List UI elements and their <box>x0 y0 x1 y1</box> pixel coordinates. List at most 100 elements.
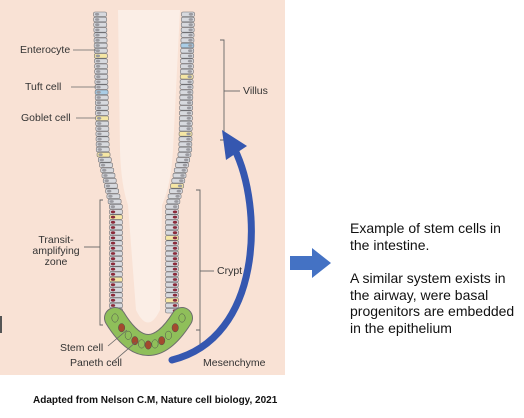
cell-nucleus <box>96 75 101 79</box>
cell-nucleus <box>185 153 190 157</box>
cell-nucleus <box>172 210 178 214</box>
cell-nucleus <box>187 90 192 94</box>
cell-nucleus <box>175 194 180 198</box>
slide-edge-mark <box>0 316 2 333</box>
caption: Example of stem cells in the intestine. … <box>350 220 522 353</box>
cell-nucleus <box>188 38 193 42</box>
lumen <box>118 10 180 323</box>
cell-nucleus <box>110 210 116 214</box>
cell-nucleus <box>97 127 102 131</box>
cell-nucleus <box>187 64 193 68</box>
cell-nucleus <box>97 122 102 125</box>
stem-cell <box>124 330 132 340</box>
cell-nucleus <box>105 184 111 188</box>
cell-nucleus <box>95 28 100 32</box>
label-transit-amplifying-zone: Transit- amplifying zone <box>32 234 80 268</box>
cell-nucleus <box>96 116 102 120</box>
label-leaders <box>71 49 137 362</box>
cell-nucleus <box>172 293 178 297</box>
label-mesenchyme: Mesenchyme <box>203 357 266 369</box>
cell-nucleus <box>188 44 193 47</box>
cell-nucleus <box>172 205 178 209</box>
label-goblet-cell: Goblet cell <box>21 112 71 124</box>
cell-nucleus <box>96 90 101 94</box>
cell-nucleus <box>184 158 189 162</box>
cell-nucleus <box>186 106 192 110</box>
cell-nucleus <box>110 293 116 297</box>
label-enterocyte: Enterocyte <box>20 44 71 56</box>
villus-bracket <box>220 39 225 141</box>
stem-cell <box>151 339 159 349</box>
cell-nucleus <box>95 59 101 63</box>
cell-nucleus <box>172 246 178 250</box>
paneth-cell <box>118 323 126 333</box>
cell-nucleus <box>186 111 192 115</box>
cell-nucleus <box>186 132 191 136</box>
cell-nucleus <box>94 18 100 21</box>
cell-nucleus <box>172 215 178 219</box>
cell-nucleus <box>110 257 116 261</box>
cell-nucleus <box>109 200 114 203</box>
cell-nucleus <box>99 158 104 162</box>
cell-nucleus <box>186 101 192 105</box>
cell-nucleus <box>96 85 101 89</box>
cell-nucleus <box>104 179 109 183</box>
cell-nucleus <box>172 304 178 307</box>
cell-nucleus <box>172 257 178 261</box>
cell-nucleus <box>172 298 178 302</box>
stem-cell <box>111 313 119 323</box>
cell-nucleus <box>110 262 116 266</box>
cell-nucleus <box>95 54 101 58</box>
paneth-and-stem-cells <box>111 313 186 350</box>
paneth-cell <box>158 336 166 346</box>
cell-nucleus <box>96 80 101 84</box>
cell-nucleus <box>181 168 186 172</box>
cell-nucleus <box>102 168 107 172</box>
label-villus: Villus <box>243 85 268 97</box>
epithelial-cells <box>93 11 195 314</box>
cell-nucleus <box>187 80 192 84</box>
crypt-base <box>104 307 193 356</box>
cell-nucleus <box>187 75 192 79</box>
cell-nucleus <box>110 246 116 250</box>
transit-bracket <box>99 199 103 326</box>
cell-nucleus <box>95 49 100 53</box>
cell-nucleus <box>172 288 178 292</box>
cell-nucleus <box>188 23 193 27</box>
cell-nucleus <box>182 163 188 167</box>
label-crypt: Crypt <box>217 265 243 277</box>
cell-nucleus <box>110 304 116 307</box>
cell-nucleus <box>188 33 193 37</box>
cell-nucleus <box>96 106 102 110</box>
cell-nucleus <box>176 189 182 193</box>
cell-nucleus <box>98 153 103 157</box>
cell-nucleus <box>172 220 178 224</box>
curved-arrow <box>168 144 255 364</box>
label-tuft-cell: Tuft cell <box>25 81 62 93</box>
cell-nucleus <box>172 283 178 287</box>
cell-nucleus <box>186 148 191 151</box>
label-stem-cell: Stem cell <box>60 342 104 354</box>
cell-nucleus <box>103 174 108 177</box>
cell-nucleus <box>186 142 191 146</box>
cell-nucleus <box>187 70 193 73</box>
cell-nucleus <box>110 288 116 292</box>
cell-nucleus <box>172 267 178 271</box>
stem-cell <box>164 330 172 340</box>
cell-nucleus <box>172 236 178 240</box>
cell-nucleus <box>174 200 179 203</box>
cell-nucleus <box>97 132 102 136</box>
cell-nucleus <box>172 272 178 276</box>
paneth-cell <box>171 323 179 333</box>
cell-nucleus <box>110 272 116 276</box>
cell-nucleus <box>97 142 102 146</box>
cell-nucleus <box>95 23 100 27</box>
cell-nucleus <box>110 220 116 224</box>
cell-nucleus <box>95 33 100 37</box>
caption-line-1: Example of stem cells in the intestine. <box>350 220 501 253</box>
stem-cell <box>138 339 146 349</box>
cell-nucleus <box>95 44 100 47</box>
cell-nucleus <box>110 252 116 255</box>
cell-nucleus <box>177 184 183 188</box>
cell-nucleus <box>108 194 113 198</box>
